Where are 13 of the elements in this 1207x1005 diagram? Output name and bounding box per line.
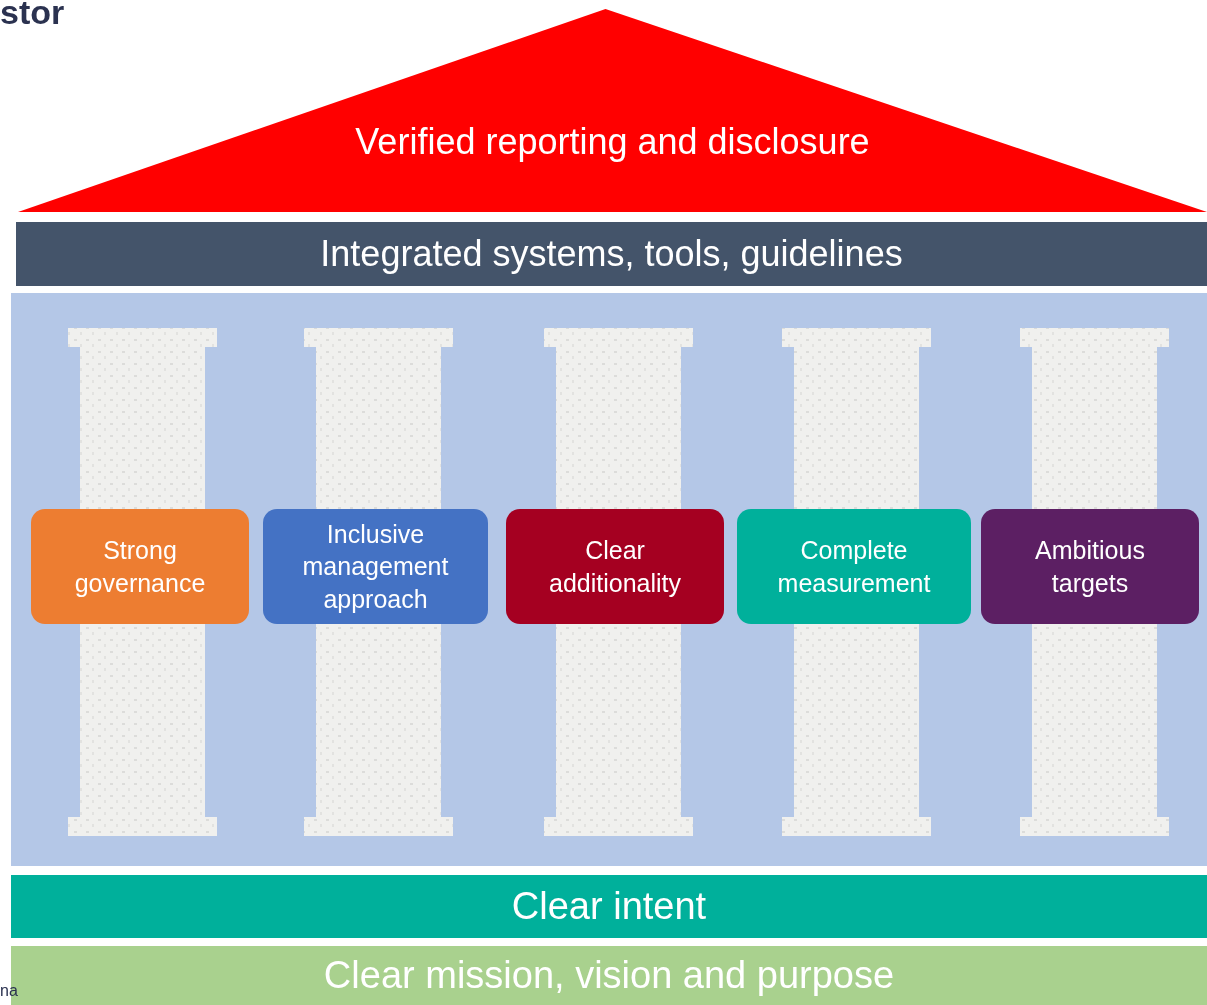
- heading-text: Clear mission, vision and purpose: [323, 952, 895, 998]
- pillar-label: Clear additionality: [506, 509, 724, 624]
- pillar-label: Inclusive management approach: [263, 509, 488, 624]
- pillar-label: Strong governance: [31, 509, 249, 624]
- pillar-label: Complete measurement: [737, 509, 971, 624]
- pillar-label: Ambitious targets: [981, 509, 1199, 624]
- heading-text: Verified reporting and disclosure: [355, 120, 870, 164]
- text-fragment: na: [0, 982, 18, 1000]
- beam-bar: [16, 222, 1207, 286]
- title-fragment: stor: [0, 0, 65, 32]
- foundation-bar: [11, 875, 1207, 938]
- heading-text: Integrated systems, tools, guidelines: [320, 231, 903, 276]
- heading-text: Clear intent: [511, 883, 707, 929]
